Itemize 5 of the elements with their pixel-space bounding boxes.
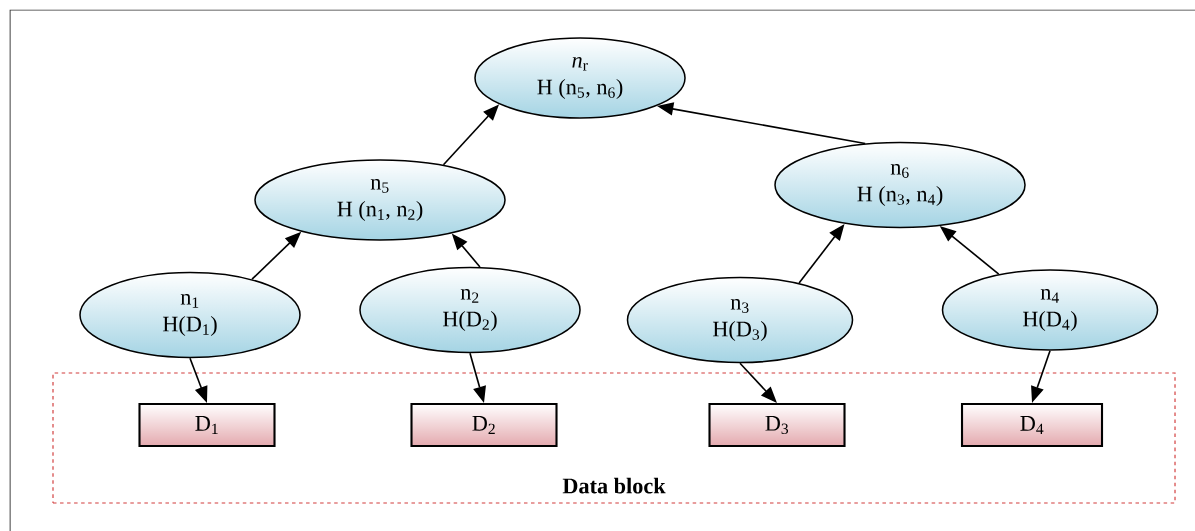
arrow xyxy=(739,362,777,403)
data-box: D$_{3}$ xyxy=(708,402,846,448)
data-box: D$_{2}$ xyxy=(410,402,558,448)
data-box: D$_{1}$ xyxy=(138,402,276,448)
data-box: D$_{4}$ xyxy=(960,402,1104,448)
